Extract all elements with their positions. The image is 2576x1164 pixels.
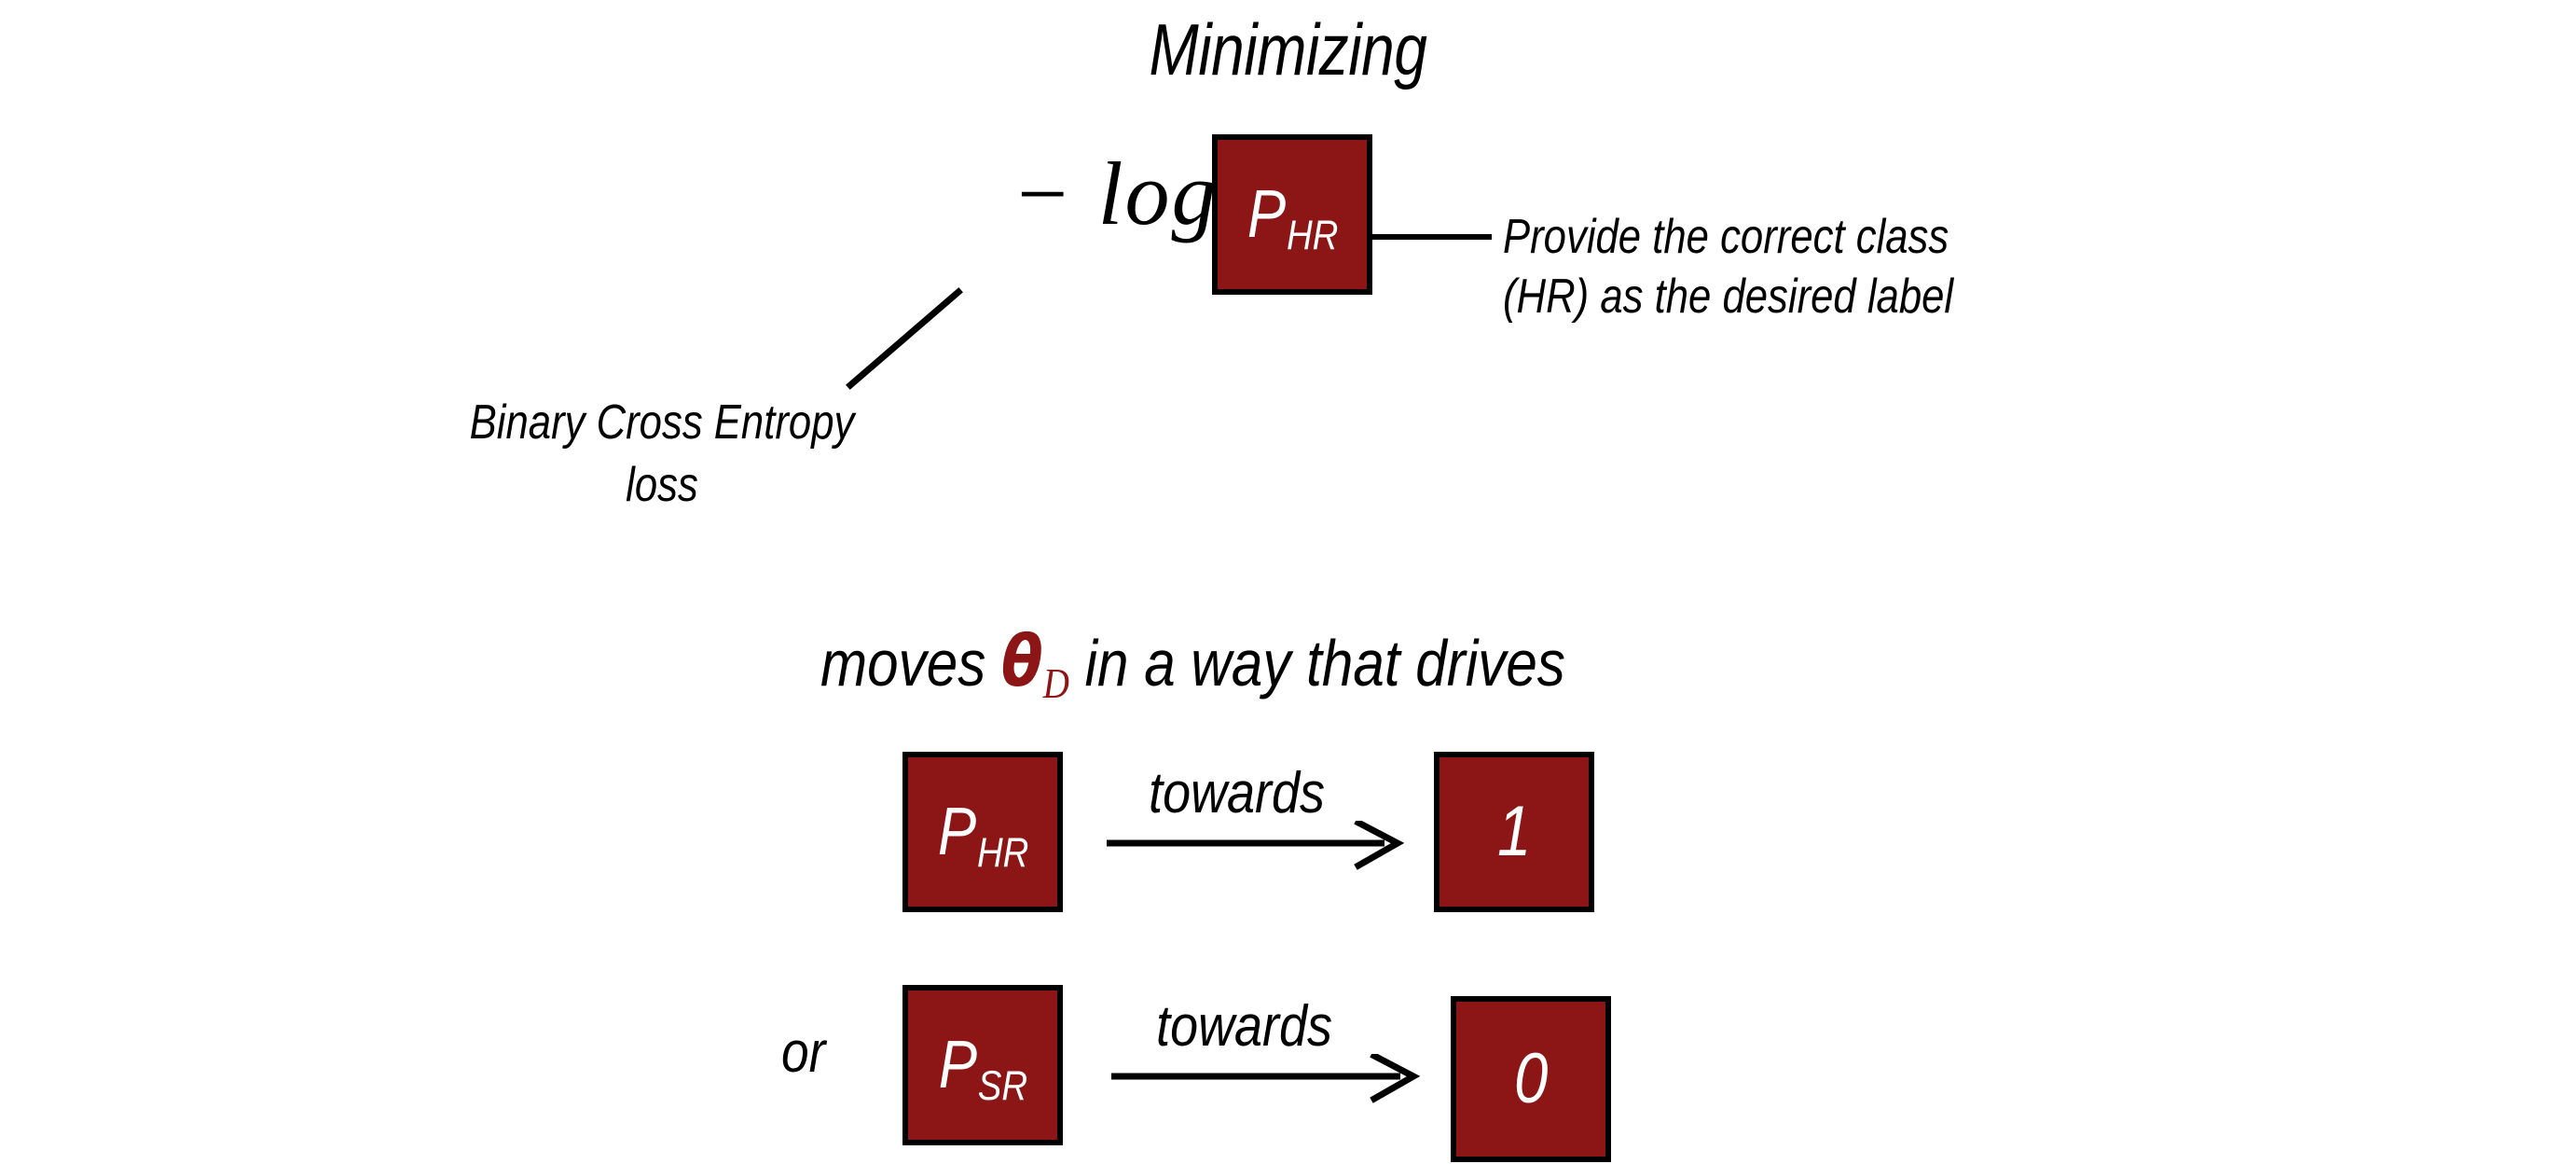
negative-log-operator: − log xyxy=(1012,144,1219,243)
statement-prefix: moves xyxy=(820,627,1002,700)
psr-row-base: P xyxy=(938,1028,977,1102)
transition-source-box-psr[interactable]: PSR xyxy=(902,985,1063,1145)
left-annotation-line-2: loss xyxy=(626,457,698,512)
theta-d-symbol: θD xyxy=(1001,620,1069,704)
callout-connector-line xyxy=(1371,234,1492,240)
loss-formula: − log xyxy=(1012,149,1218,252)
boxed-probability-phr[interactable]: PHR xyxy=(1212,134,1372,295)
phr-subscript: HR xyxy=(1286,213,1339,259)
left-annotation: Binary Cross Entropy loss xyxy=(401,392,923,516)
phr-row-base: P xyxy=(937,795,976,869)
target-value-one: 1 xyxy=(1496,792,1532,871)
phr-row-symbol: PHR xyxy=(937,795,1029,874)
diagonal-leader-line xyxy=(846,287,963,390)
theta-subscript: D xyxy=(1042,659,1069,707)
statement-suffix: in a way that drives xyxy=(1068,627,1565,700)
phr-row-subscript: HR xyxy=(976,830,1029,877)
arrow-label-towards-2: towards xyxy=(1156,994,1332,1059)
right-annotation-line-2: (HR) as the desired label xyxy=(1503,270,1954,325)
psr-row-subscript: SR xyxy=(977,1063,1028,1110)
phr-base: P xyxy=(1247,177,1286,252)
right-annotation-line-1: Provide the correct class xyxy=(1503,210,1949,264)
transition-source-box-phr[interactable]: PHR xyxy=(902,752,1063,912)
transition-target-box-zero[interactable]: 0 xyxy=(1451,996,1611,1162)
target-value-zero: 0 xyxy=(1513,1039,1549,1118)
psr-row-symbol: PSR xyxy=(939,1032,1027,1107)
transition-arrow-1 xyxy=(1107,821,1405,870)
right-annotation: Provide the correct class (HR) as the de… xyxy=(1503,207,2137,327)
page-title: Minimizing xyxy=(1149,8,1427,90)
phr-symbol: PHR xyxy=(1247,181,1339,256)
transition-target-box-one[interactable]: 1 xyxy=(1434,752,1594,912)
arrow-label-towards-1: towards xyxy=(1149,761,1325,825)
theta-glyph: θ xyxy=(1001,620,1043,702)
transition-arrow-2 xyxy=(1111,1054,1421,1103)
left-annotation-line-1: Binary Cross Entropy xyxy=(469,395,855,450)
statement-line: moves θD in a way that drives xyxy=(820,626,1565,704)
or-connector-label: or xyxy=(781,1020,826,1085)
